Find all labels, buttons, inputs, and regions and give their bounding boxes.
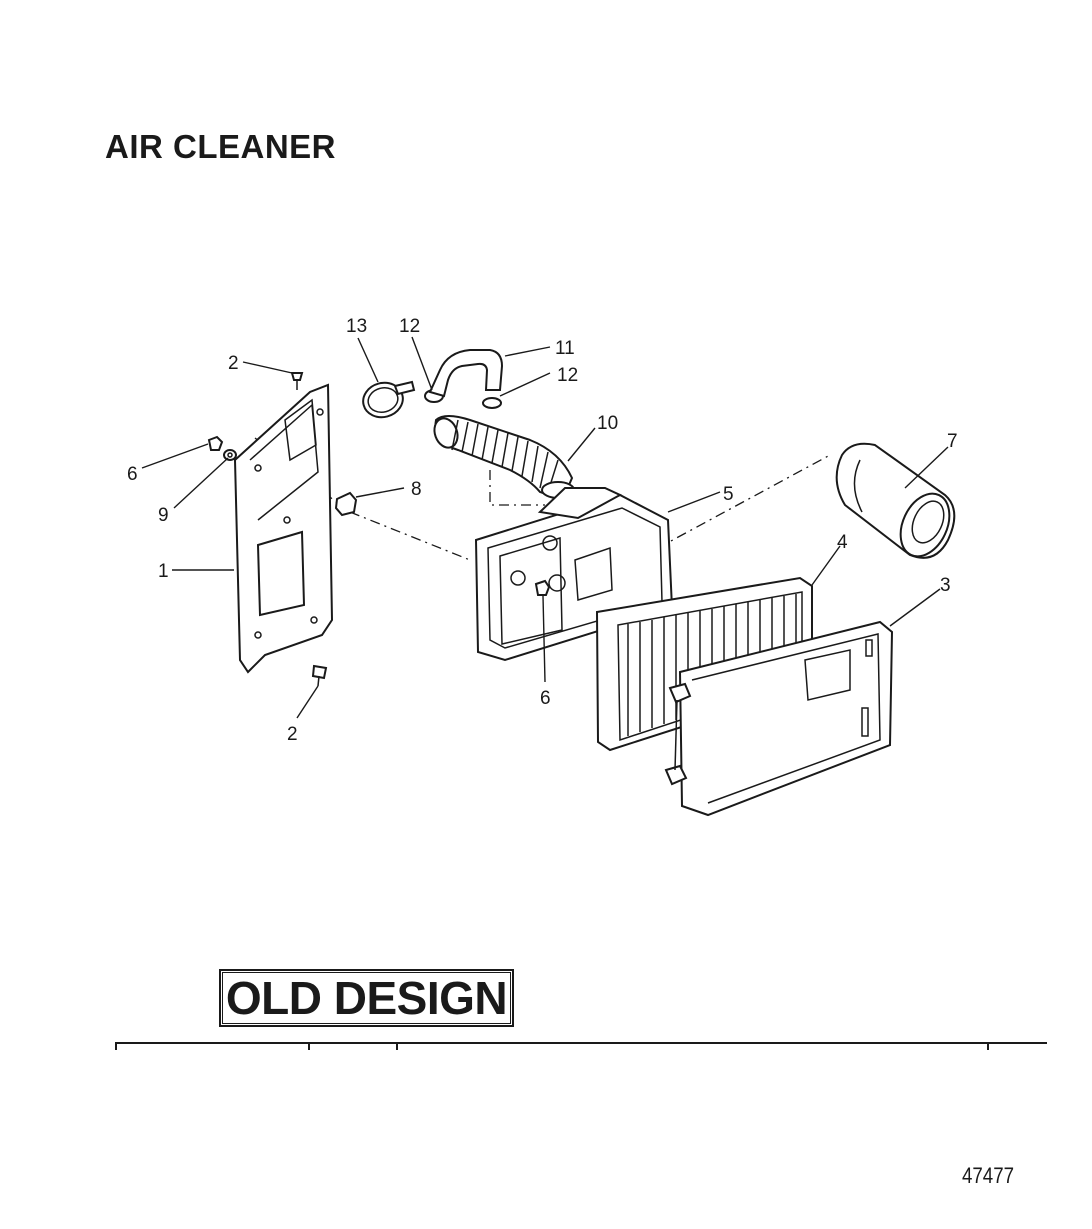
callout-labels: 1 2 2 3 4 5 6 6 7 8 9 10 11 12 12 13 [127,316,958,745]
old-design-label: OLD DESIGN [222,972,511,1024]
callout-7: 7 [947,431,958,452]
part-11-elbow-hose [428,349,504,398]
part-13-hose-clamp [362,380,416,419]
part-2-screw-top [290,372,304,390]
part-3-cover [664,620,894,817]
part-4-filter-element [595,576,813,752]
callout-10: 10 [597,413,618,434]
old-design-label-box: OLD DESIGN [219,969,514,1027]
baseline-tick [115,1042,117,1050]
callout-5: 5 [723,484,734,505]
callout-4: 4 [837,532,848,553]
callout-3: 3 [940,575,951,596]
leader-lines [141,336,949,719]
part-12-clamp-right [482,397,502,409]
drawing-number: 47477 [962,1163,1015,1188]
baseline-tick [987,1042,989,1050]
callout-12-left: 12 [399,316,420,337]
callout-6-center: 6 [540,688,551,709]
part-8-spacer [334,491,358,517]
part-10-corrugated-duct [433,415,575,499]
baseline-tick [308,1042,310,1050]
callout-9: 9 [158,505,169,526]
part-6-nut-center [534,579,551,596]
callout-2-bottom: 2 [287,724,298,745]
callout-8: 8 [411,479,422,500]
part-1-mounting-bracket [233,383,334,674]
part-7-canister [835,442,956,559]
callout-13: 13 [346,316,367,337]
callout-11: 11 [555,338,575,359]
page-title: AIR CLEANER [105,128,337,165]
part-6-nut-left [207,435,224,451]
callout-12-right: 12 [557,365,578,386]
part-2-screw-bottom [311,664,328,687]
baseline-tick [396,1042,398,1050]
baseline-rule [115,1042,1047,1044]
part-9-washer [223,449,237,461]
callout-2-top: 2 [228,353,239,374]
callout-1: 1 [158,561,169,582]
callout-6-left: 6 [127,464,138,485]
